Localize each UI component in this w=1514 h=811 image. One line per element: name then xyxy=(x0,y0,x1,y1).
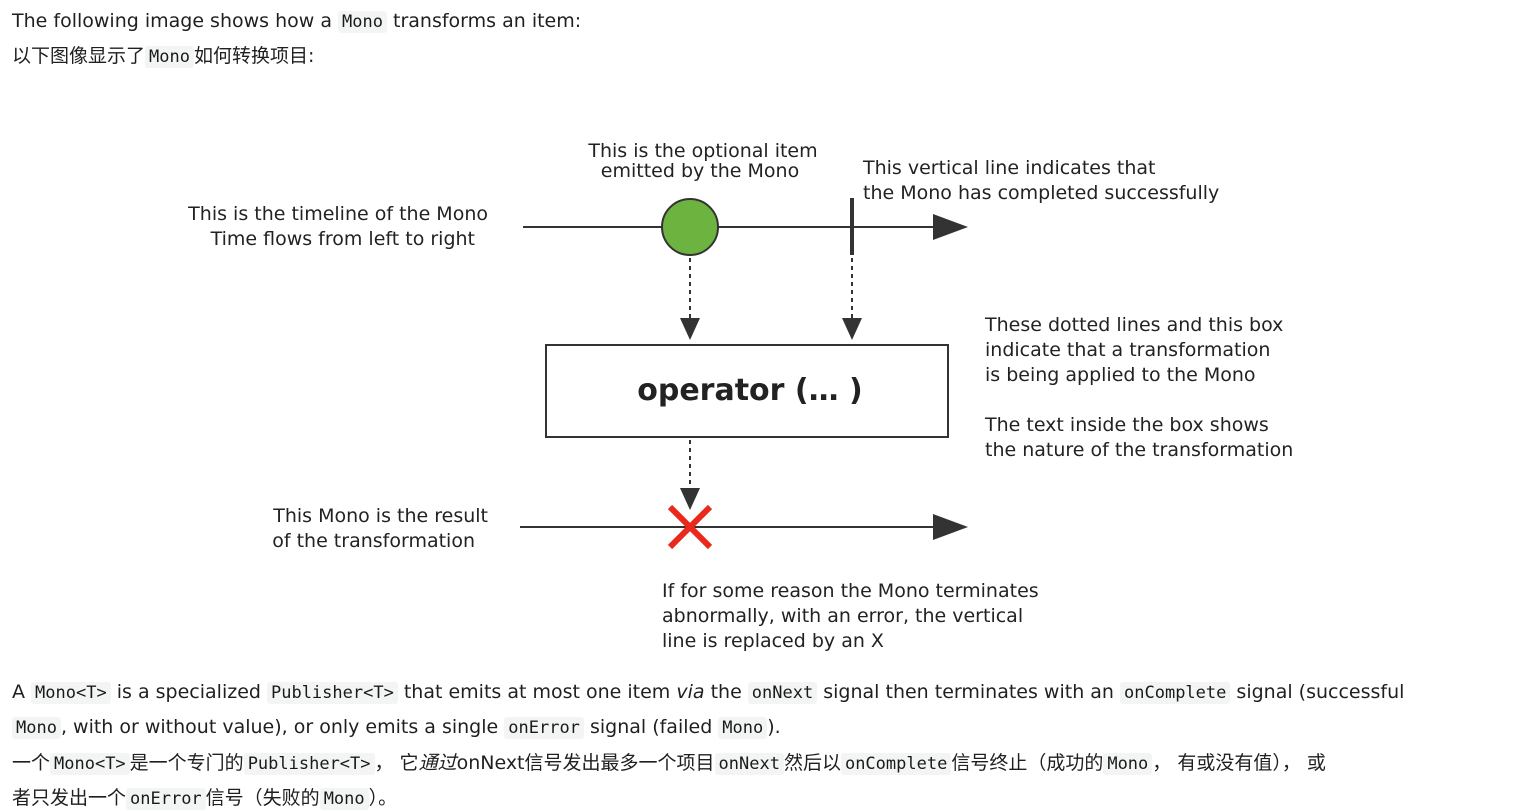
output-dotted-arrowhead xyxy=(680,488,700,510)
body-text: 信号（失败的 xyxy=(205,787,320,809)
item-label-line2: emitted by the Mono xyxy=(601,160,799,182)
box-note-line5: the nature of the transformation xyxy=(985,439,1293,461)
body-text: is a specialized xyxy=(110,681,267,703)
code-mono: Mono xyxy=(1103,753,1153,775)
complete-label-line1: This vertical line indicates that xyxy=(862,157,1156,179)
code-mono: Mono xyxy=(145,46,194,68)
body-text: ）。 xyxy=(368,787,398,809)
body-emphasis: 通过 xyxy=(418,752,457,774)
timeline-label-line2: Time flows from left to right xyxy=(210,228,475,250)
body-english-line1: A Mono<T> is a specialized Publisher<T> … xyxy=(12,680,1404,705)
body-text: 者只发出一个 xyxy=(12,787,127,809)
timeline-label-line1: This is the timeline of the Mono xyxy=(187,203,488,225)
error-note-line3: line is replaced by an X xyxy=(662,630,884,652)
source-timeline-arrowhead xyxy=(933,214,968,240)
intro-text: 如何转换项目: xyxy=(193,45,315,67)
code-onnext: onNext xyxy=(714,753,784,775)
code-onnext: onNext xyxy=(747,682,818,704)
body-english-line2: Mono, with or without value), or only em… xyxy=(12,715,781,740)
code-oncomplete: onComplete xyxy=(1120,682,1231,704)
operator-label: operator (… ) xyxy=(637,373,863,408)
result-timeline-arrowhead xyxy=(933,514,968,540)
item-label-line1: This is the optional item xyxy=(587,140,817,162)
emitted-item-circle xyxy=(661,198,719,256)
code-onerror: onError xyxy=(504,717,584,739)
body-text: 是一个专门的 xyxy=(129,752,244,774)
body-text: , with or without value), or only emits … xyxy=(60,716,505,738)
result-label-line1: This Mono is the result xyxy=(272,505,488,527)
intro-text: 以下图像显示了 xyxy=(12,45,146,67)
intro-english: The following image shows how a Mono tra… xyxy=(12,9,581,34)
item-dotted-arrowhead xyxy=(680,318,700,340)
code-publisher-t: Publisher<T> xyxy=(243,753,375,775)
result-label-line2: of the transformation xyxy=(272,530,475,552)
body-text: 一个 xyxy=(12,752,51,774)
code-onerror: onError xyxy=(126,788,206,810)
complete-dotted-arrowhead xyxy=(842,318,862,340)
body-emphasis: via xyxy=(676,681,705,703)
box-note-line3: is being applied to the Mono xyxy=(985,364,1256,386)
body-text: that emits at most one item xyxy=(397,681,677,703)
body-text: A xyxy=(12,681,32,703)
box-note-line1: These dotted lines and this box xyxy=(984,314,1283,336)
error-x-icon xyxy=(667,504,713,550)
code-mono-t: Mono<T> xyxy=(31,682,111,704)
body-text: signal (failed xyxy=(583,716,719,738)
body-text: ， 有或没有值）， 或 xyxy=(1152,752,1326,774)
body-text: signal then terminates with an xyxy=(817,681,1121,703)
code-mono: Mono xyxy=(718,717,768,739)
operator-box xyxy=(545,344,949,438)
body-text: ， 它 xyxy=(374,752,419,774)
body-text: 然后以 xyxy=(783,752,841,774)
box-note-line4: The text inside the box shows xyxy=(984,414,1269,436)
code-mono: Mono xyxy=(319,788,369,810)
complete-label-line2: the Mono has completed successfully xyxy=(863,182,1219,204)
code-mono: Mono xyxy=(338,11,387,33)
code-publisher-t: Publisher<T> xyxy=(266,682,398,704)
error-note-line1: If for some reason the Mono terminates xyxy=(662,580,1039,602)
body-text: 信号终止（成功的 xyxy=(951,752,1104,774)
intro-text: transforms an item: xyxy=(386,10,582,32)
code-oncomplete: onComplete xyxy=(840,753,952,775)
error-note-line2: abnormally, with an error, the vertical xyxy=(662,605,1023,627)
body-text: signal (successful xyxy=(1230,681,1405,703)
body-text: ). xyxy=(767,716,781,738)
intro-text: The following image shows how a xyxy=(12,10,339,32)
body-text: the xyxy=(704,681,748,703)
body-text: onNext信号发出最多一个项目 xyxy=(456,752,715,774)
box-note-line2: indicate that a transformation xyxy=(985,339,1270,361)
code-mono: Mono xyxy=(12,717,61,739)
code-mono-t: Mono<T> xyxy=(50,753,130,775)
